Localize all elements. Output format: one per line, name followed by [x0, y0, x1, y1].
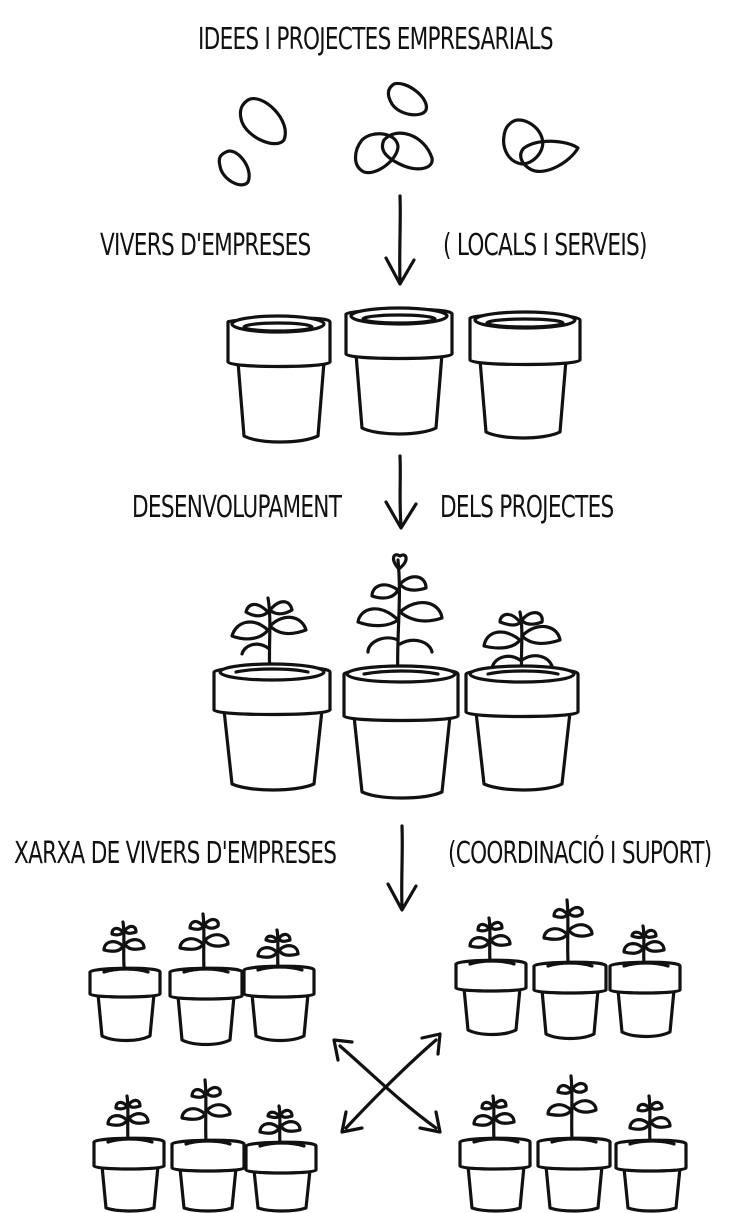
flower-pot-icon	[226, 314, 332, 444]
bidirectional-cross-arrow-icon	[332, 1032, 442, 1134]
flower-pot-icon	[212, 662, 332, 792]
seed-icon	[353, 81, 434, 175]
flower-pot-icon	[344, 306, 454, 436]
stage1-left-label: VIVERS D'EMPRESES	[100, 228, 311, 263]
seedling-icon	[230, 596, 308, 682]
stage2-right-label: DELS PROJECTES	[440, 490, 614, 525]
seed-icon	[502, 118, 580, 173]
flower-pot-icon	[464, 664, 580, 792]
stage3-left-label: XARXA DE VIVERS D'EMPRESES	[14, 836, 337, 871]
seedling-icon	[356, 553, 444, 682]
arrow-down-icon	[384, 454, 418, 530]
stage1-right-label: ( LOCALS I SERVEIS)	[443, 228, 647, 263]
small-pot-group-bottom-right	[458, 1074, 688, 1213]
flower-pot-icon	[342, 664, 460, 800]
arrow-down-icon	[386, 824, 418, 912]
stage3-right-label: (COORDINACIÓ I SUPORT)	[448, 836, 712, 871]
diagram-title: IDEES I PROJECTES EMPRESARIALS	[198, 22, 554, 57]
arrow-down-icon	[384, 194, 416, 286]
small-pot-group-top-right	[454, 898, 682, 1041]
flower-pot-icon	[468, 310, 582, 440]
seed-icon	[217, 97, 287, 187]
small-pot-group-bottom-left	[92, 1078, 318, 1213]
small-pot-group-top-left	[88, 912, 316, 1047]
stage2-left-label: DESENVOLUPAMENT	[132, 490, 342, 525]
